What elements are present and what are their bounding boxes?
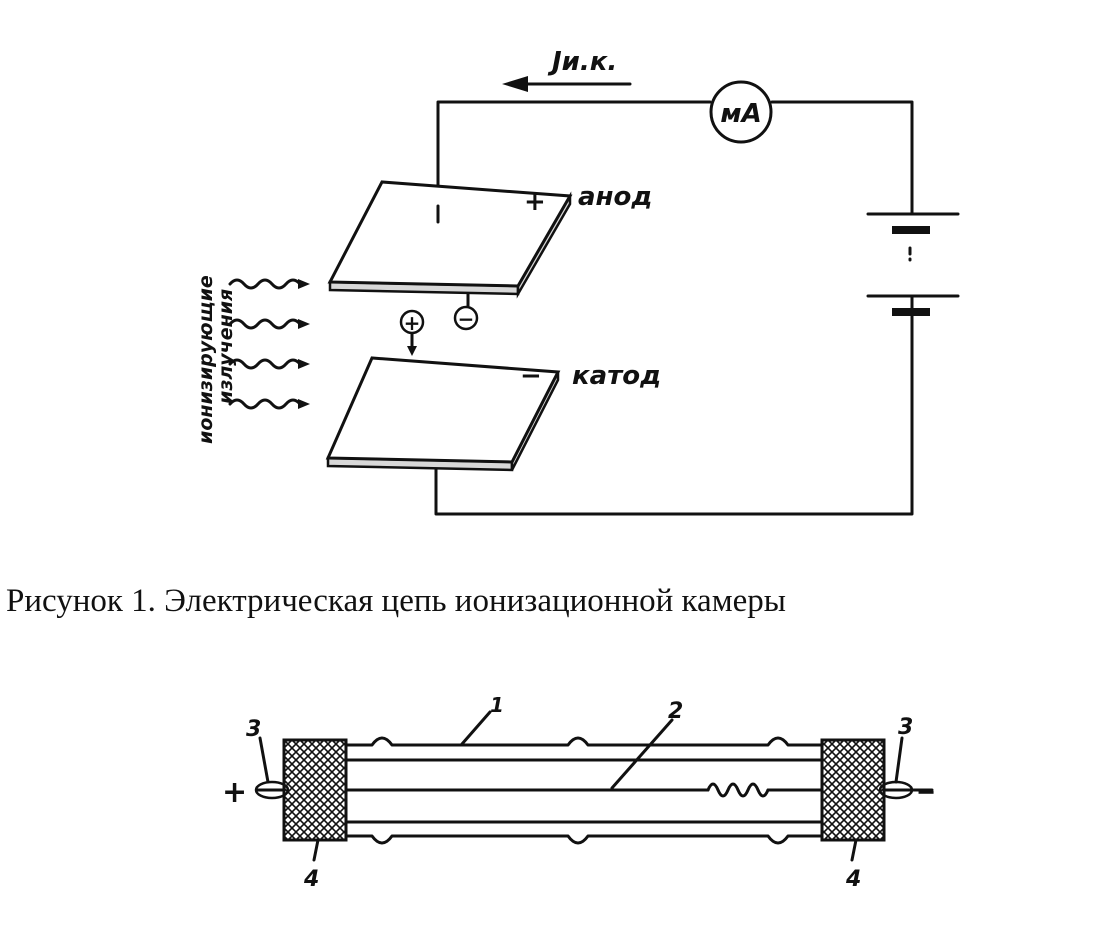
lead-loop-left xyxy=(254,780,290,800)
milliammeter: мА xyxy=(709,80,773,144)
insulator-left xyxy=(282,738,348,842)
negative-ion: − xyxy=(453,305,479,331)
insulator-right xyxy=(820,738,886,842)
figure1-caption: Рисунок 1. Электрическая цепь ионизацион… xyxy=(6,583,786,619)
radiation-waves xyxy=(228,278,310,410)
tube-minus-sign: − xyxy=(916,778,936,806)
label-part-4-right: 4 xyxy=(845,867,861,892)
milliammeter-label: мА xyxy=(720,99,761,129)
svg-text:+: + xyxy=(404,311,421,335)
cathode-sign: − xyxy=(520,361,542,391)
cathode-label: катод xyxy=(572,361,661,391)
leader-lines xyxy=(258,710,904,862)
label-part-3-right: 3 xyxy=(898,715,913,740)
counter-tube: + − 1 2 3 3 4 4 xyxy=(222,693,936,892)
anode-plate xyxy=(327,180,573,308)
label-part-3-left: 3 xyxy=(246,717,261,742)
current-label: Jи.к. xyxy=(547,47,617,77)
positive-ion: + xyxy=(399,309,425,356)
cathode-plate xyxy=(325,356,561,480)
tube-body xyxy=(344,736,828,845)
radiation-label-line2: излучения xyxy=(215,289,237,404)
current-arrow xyxy=(502,76,632,92)
anode-sign: + xyxy=(524,187,546,217)
radiation-label-line1: ионизирующие xyxy=(195,275,217,444)
radiation-label: ионизирующие излучения xyxy=(195,275,237,444)
circuit-wires xyxy=(434,100,914,516)
tube-plus-sign: + xyxy=(222,775,247,810)
label-part-1: 1 xyxy=(490,693,504,717)
ionization-chamber-circuit: Jи.к. мА + анод − xyxy=(195,47,960,516)
anode-label: анод xyxy=(578,182,652,212)
label-part-2: 2 xyxy=(668,699,683,724)
label-part-4-left: 4 xyxy=(303,867,319,892)
center-wire xyxy=(256,782,914,798)
svg-text:−: − xyxy=(458,307,475,331)
battery xyxy=(866,212,960,316)
